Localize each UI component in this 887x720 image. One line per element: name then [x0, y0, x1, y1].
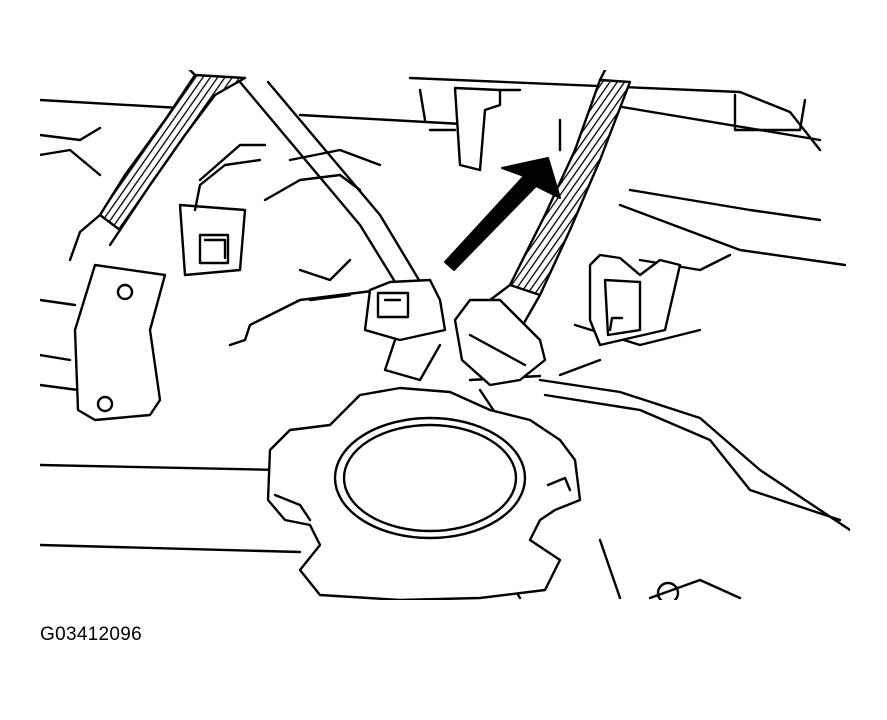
left-wiring-harness — [68, 70, 247, 262]
temperature-sensor — [453, 298, 547, 422]
figure-id-label: G03412096 — [40, 624, 143, 645]
left-electrical-connector — [178, 143, 267, 277]
pointer-arrow — [444, 157, 561, 271]
left-mounting-bracket — [73, 263, 167, 422]
thermostat-housing — [266, 386, 582, 600]
sensor-connector — [363, 278, 447, 382]
top-harness-clip — [428, 86, 522, 172]
right-small-connector — [588, 253, 682, 347]
coolant-hose — [238, 80, 424, 302]
